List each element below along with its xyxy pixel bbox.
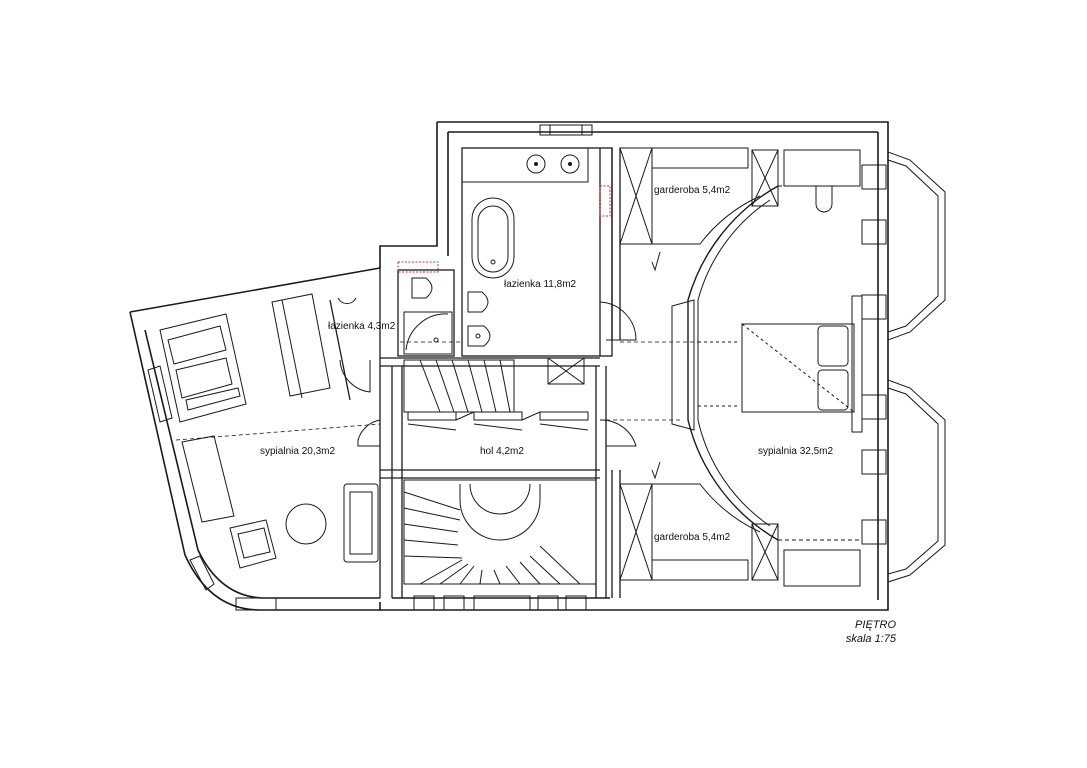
bay-window-bottom [887, 379, 946, 583]
floor-title: PIĘTRO [855, 619, 896, 631]
bottom-windows [413, 595, 587, 611]
title-block: PIĘTRO skala 1:75 [812, 618, 896, 646]
top-windows [539, 124, 593, 136]
staircase-upper [403, 357, 585, 413]
hall-sliding-doors [407, 411, 589, 431]
label-lazienka-large: łazienka 11,8m2 [504, 279, 577, 290]
label-sypialnia-left: sypialnia 20,3m2 [260, 446, 336, 457]
label-garderoba-top: garderoba 5,4m2 [654, 185, 731, 196]
bathroom-large-fixtures [461, 147, 611, 347]
right-bedroom-furniture [671, 149, 863, 587]
left-windows [147, 365, 277, 611]
label-garderoba-bottom: garderoba 5,4m2 [654, 532, 731, 543]
left-bedroom-furniture [159, 293, 379, 569]
bathroom-small-fixtures [337, 261, 453, 355]
scale-label: skala 1:75 [845, 633, 896, 645]
interior-walls [329, 147, 621, 598]
label-sypialnia-right: sypialnia 32,5m2 [758, 446, 834, 457]
bay-window-top [887, 151, 946, 341]
wardrobes [619, 147, 779, 581]
label-lazienka-small: łazienka 4,3m2 [328, 321, 396, 332]
staircase-lower [403, 479, 597, 585]
label-hol: hol 4,2m2 [480, 446, 524, 457]
door-swings [339, 251, 661, 480]
dashed-axes [175, 341, 698, 441]
right-window-sills [861, 164, 887, 545]
